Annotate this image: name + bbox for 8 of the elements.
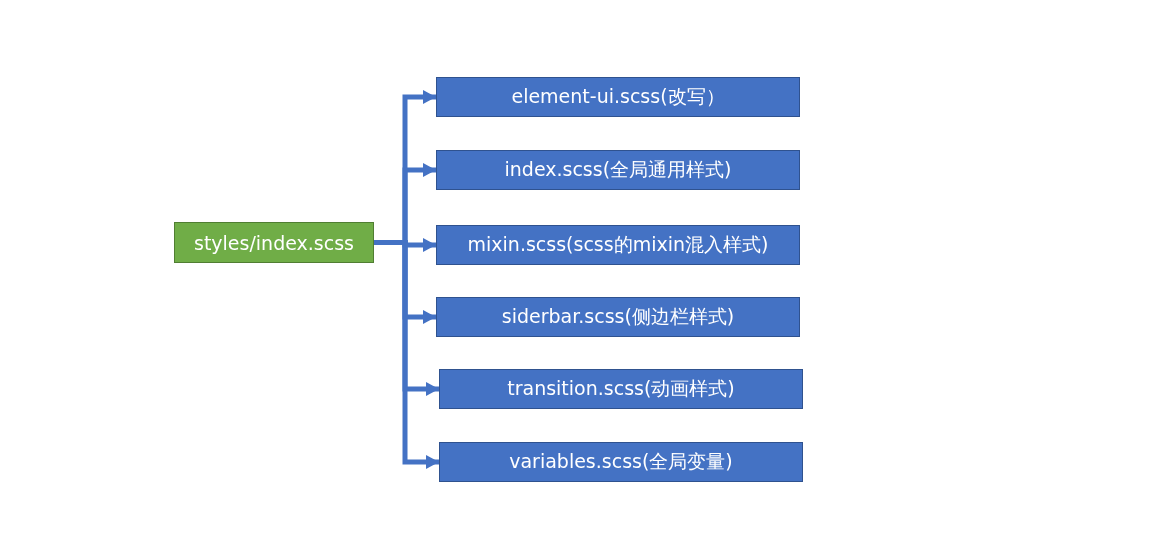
file-box: siderbar.scss(侧边栏样式)	[436, 297, 800, 337]
file-box: styles/index.scss	[174, 222, 374, 263]
file-box: variables.scss(全局变量)	[439, 442, 803, 482]
file-box: transition.scss(动画样式)	[439, 369, 803, 409]
file-box: index.scss(全局通用样式)	[436, 150, 800, 190]
file-box: element-ui.scss(改写）	[436, 77, 800, 117]
arrow	[374, 240, 439, 469]
file-box: mixin.scss(scss的mixin混入样式)	[436, 225, 800, 265]
